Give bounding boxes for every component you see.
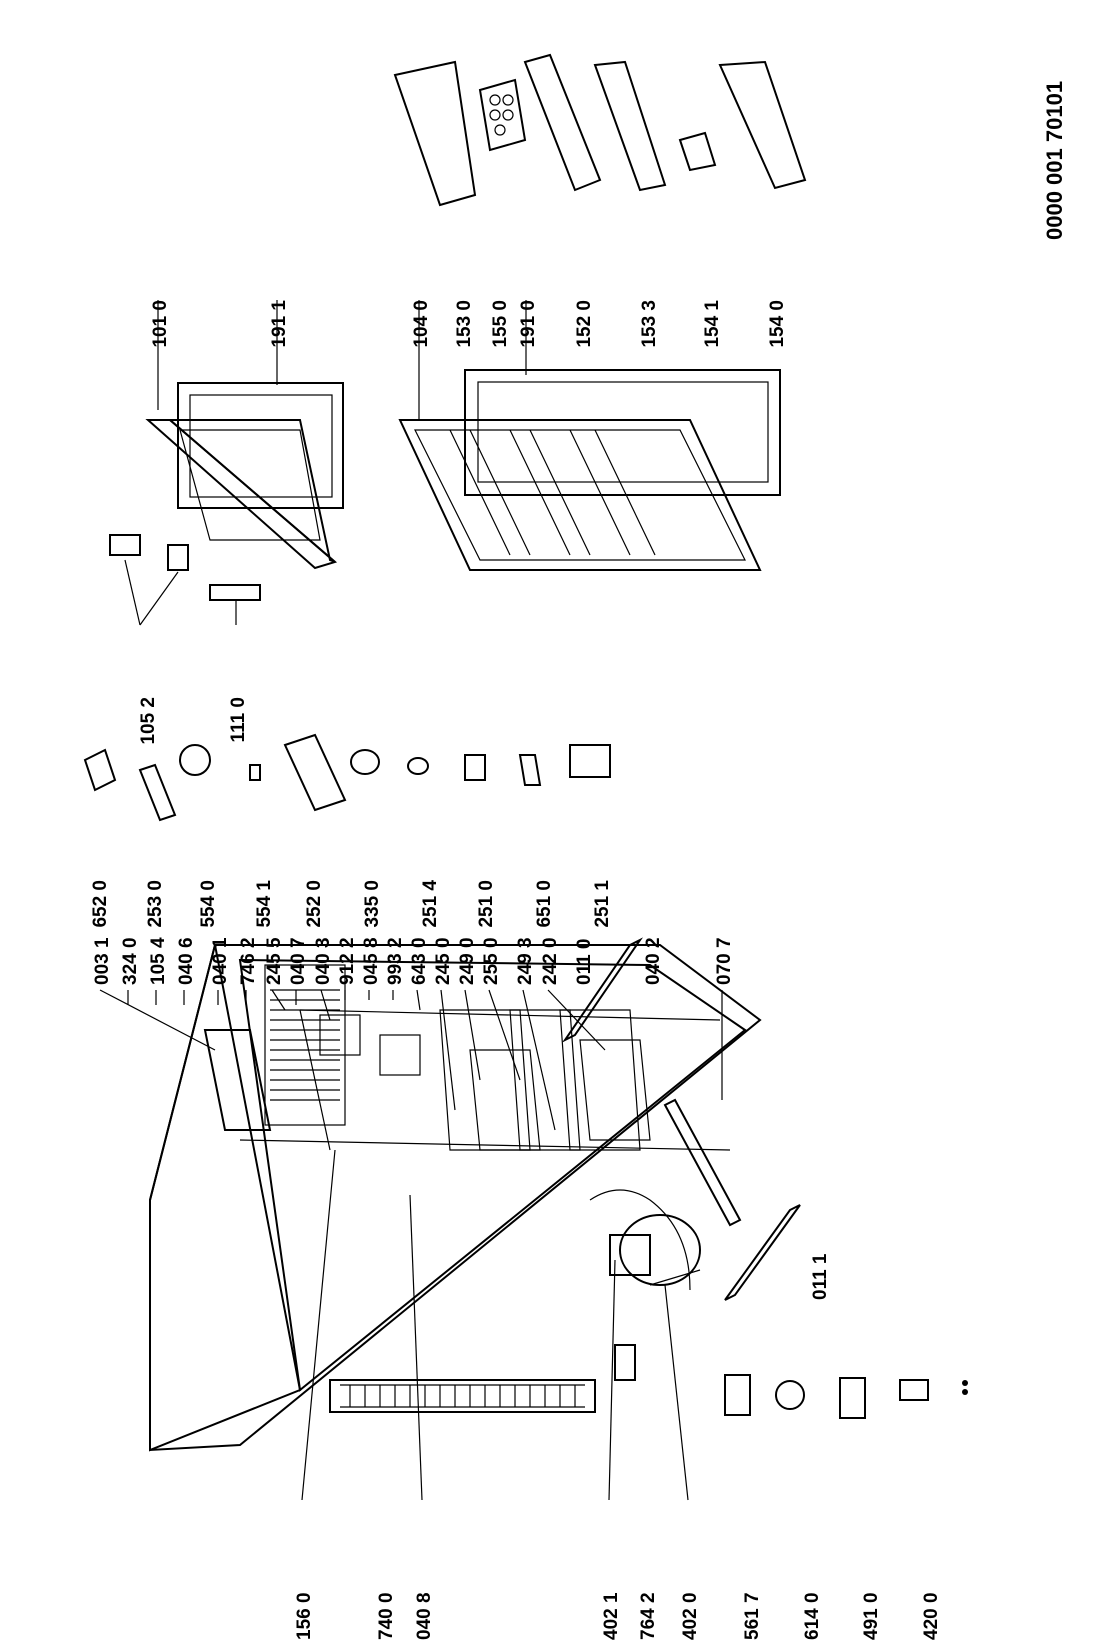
condenser bbox=[329, 1379, 596, 1413]
label-245-5: 245 5 bbox=[264, 937, 285, 985]
label-251-1: 251 1 bbox=[592, 880, 613, 928]
small-parts bbox=[83, 733, 611, 822]
label-402-0: 402 0 bbox=[680, 1592, 701, 1640]
label-255-0: 255 0 bbox=[481, 937, 502, 985]
hinge-parts bbox=[109, 534, 261, 626]
door-shelves bbox=[393, 53, 807, 207]
label-040-2: 040 2 bbox=[643, 937, 664, 985]
label-251-4: 251 4 bbox=[420, 880, 441, 928]
label-040-7: 040 7 bbox=[288, 937, 309, 985]
label-245-0: 245 0 bbox=[433, 937, 454, 985]
label-153-0: 153 0 bbox=[454, 300, 475, 348]
label-101-0: 101 0 bbox=[150, 300, 171, 348]
label-253-0: 253 0 bbox=[145, 880, 166, 928]
label-191-1-top: 191 1 bbox=[269, 300, 290, 348]
label-105-4: 105 4 bbox=[148, 937, 169, 985]
fridge-door bbox=[398, 369, 781, 571]
label-554-0: 554 0 bbox=[198, 880, 219, 928]
label-252-0: 252 0 bbox=[304, 880, 325, 928]
label-249-0: 249 0 bbox=[457, 937, 478, 985]
label-402-1: 402 1 bbox=[601, 1592, 622, 1640]
label-420-0: 420 0 bbox=[921, 1592, 942, 1640]
label-740-0: 740 0 bbox=[376, 1592, 397, 1640]
label-152-0: 152 0 bbox=[574, 300, 595, 348]
label-154-0: 154 0 bbox=[767, 300, 788, 348]
label-040-1: 040 1 bbox=[210, 937, 231, 985]
label-003-1: 003 1 bbox=[92, 937, 113, 985]
label-156-0: 156 0 bbox=[294, 1592, 315, 1640]
label-643-0: 643 0 bbox=[409, 937, 430, 985]
label-652-0: 652 0 bbox=[90, 880, 111, 928]
label-045-8: 045 8 bbox=[361, 937, 382, 985]
label-912-2: 912 2 bbox=[337, 937, 358, 985]
label-011-0: 011 0 bbox=[574, 939, 595, 986]
label-993-2: 993 2 bbox=[385, 937, 406, 985]
document-number: 0000 001 70101 bbox=[1042, 81, 1067, 240]
label-040-6: 040 6 bbox=[176, 937, 197, 985]
electrical-parts bbox=[614, 1344, 929, 1419]
label-554-1: 554 1 bbox=[254, 880, 275, 928]
label-155-0: 155 0 bbox=[490, 300, 511, 348]
label-251-0: 251 0 bbox=[476, 880, 497, 928]
freezer-door bbox=[145, 382, 344, 570]
label-070-7: 070 7 bbox=[714, 937, 735, 985]
label-040-3: 040 3 bbox=[313, 937, 334, 985]
label-242-0: 242 0 bbox=[540, 937, 561, 985]
leader-lines bbox=[99, 300, 723, 1501]
label-249-3: 249 3 bbox=[515, 937, 536, 985]
label-191-0: 191 0 bbox=[518, 300, 539, 348]
label-746-2: 746 2 bbox=[238, 937, 259, 985]
label-491-0: 491 0 bbox=[861, 1592, 882, 1640]
small-screws bbox=[962, 1380, 968, 1395]
label-764-2: 764 2 bbox=[638, 1592, 659, 1640]
label-040-8: 040 8 bbox=[414, 1592, 435, 1640]
compressor bbox=[589, 1189, 701, 1291]
label-011-1: 011 1 bbox=[810, 1253, 831, 1300]
label-651-0: 651 0 bbox=[534, 880, 555, 928]
label-614-0: 614 0 bbox=[802, 1592, 823, 1640]
label-105-2: 105 2 bbox=[138, 697, 159, 745]
label-335-0: 335 0 bbox=[362, 880, 383, 928]
label-111-0: 111 0 bbox=[228, 697, 249, 742]
label-153-3: 153 3 bbox=[639, 300, 660, 348]
label-561-7: 561 7 bbox=[742, 1592, 763, 1640]
label-324-0: 324 0 bbox=[120, 937, 141, 985]
cabinet-body bbox=[149, 944, 762, 1452]
label-154-1: 154 1 bbox=[702, 300, 723, 348]
rails bbox=[561, 937, 801, 1301]
label-104-0: 104 0 bbox=[411, 300, 432, 348]
